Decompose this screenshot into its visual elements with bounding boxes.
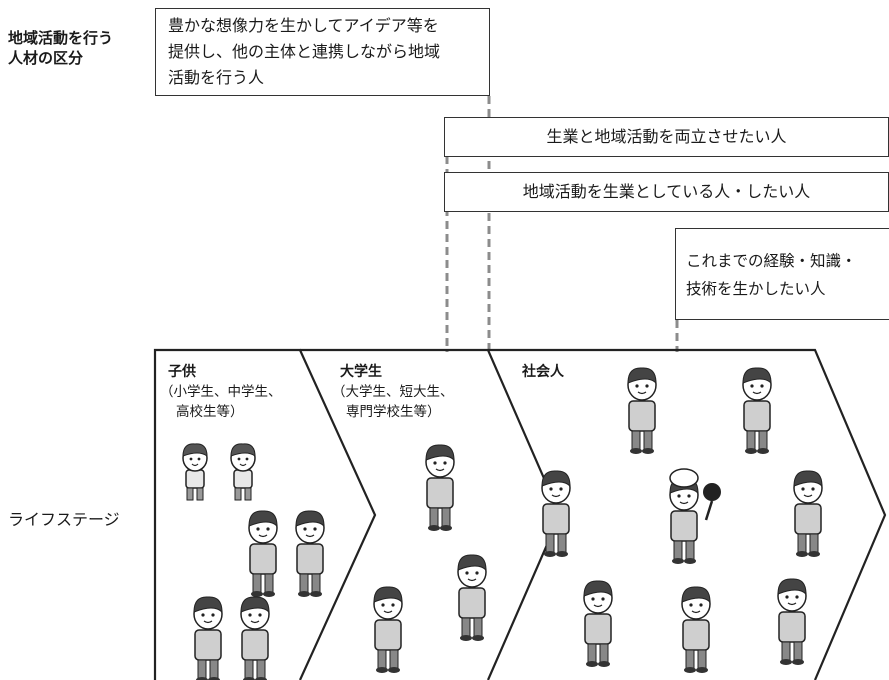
worker-figure-2 xyxy=(742,367,772,455)
student-figure-4 xyxy=(240,596,270,680)
livelihood-talent-box: 地域活動を生業としている人・したい人 xyxy=(444,172,889,212)
stage-arrow-shakaijin xyxy=(488,348,887,680)
experience-line-2: 技術を生かしたい人 xyxy=(686,280,826,298)
stage-arrow-daigakusei xyxy=(300,348,562,680)
worker-figure-3 xyxy=(541,470,571,558)
university-figure-3 xyxy=(373,586,403,674)
frying-pan xyxy=(703,483,721,501)
stage-sub-daigakusei-line-1: （大学生、短大生、 xyxy=(332,384,454,400)
life-stage-label: ライフステージ xyxy=(8,510,120,529)
student-figure-1 xyxy=(248,510,278,598)
balance-text: 生業と地域活動を両立させたい人 xyxy=(546,127,787,146)
stage-sub-kodomo-line-2: 高校生等） xyxy=(176,404,244,420)
student-figure-2 xyxy=(295,510,325,598)
livelihood-text: 地域活動を生業としている人・したい人 xyxy=(522,182,811,201)
worker-figure-6 xyxy=(681,586,711,674)
creative-line-3: 活動を行う人 xyxy=(168,68,265,87)
worker-figure-5 xyxy=(583,580,613,668)
student-figure-3 xyxy=(193,596,223,680)
university-figure-2 xyxy=(457,554,487,642)
stage-sub-kodomo: （小学生、中学生、 高校生等） xyxy=(160,382,282,422)
creative-talent-box: 豊かな想像力を生かしてアイデア等を 提供し、他の主体と連携しながら地域 活動を行… xyxy=(155,8,490,96)
university-figure-1 xyxy=(425,444,455,532)
stage-sub-kodomo-line-1: （小学生、中学生、 xyxy=(160,384,282,400)
child-figure-1 xyxy=(182,443,208,501)
child-figure-2 xyxy=(230,443,256,501)
experience-line-1: これまでの経験・知識・ xyxy=(686,252,857,270)
talent-category-line-2: 人材の区分 xyxy=(8,49,84,67)
talent-category-line-1: 地域活動を行う xyxy=(8,29,114,47)
chef-hat xyxy=(669,468,699,488)
balance-talent-box: 生業と地域活動を両立させたい人 xyxy=(444,117,889,157)
worker-figure-7 xyxy=(777,578,807,666)
stage-sub-daigakusei-line-2: 専門学校生等） xyxy=(346,404,441,420)
creative-line-1: 豊かな想像力を生かしてアイデア等を xyxy=(168,16,439,35)
creative-line-2: 提供し、他の主体と連携しながら地域 xyxy=(168,42,441,61)
worker-figure-4 xyxy=(793,470,823,558)
stage-title-daigakusei: 大学生 xyxy=(340,364,382,380)
talent-category-label: 地域活動を行う 人材の区分 xyxy=(8,28,113,68)
stage-title-shakaijin: 社会人 xyxy=(522,364,564,380)
stage-title-kodomo: 子供 xyxy=(168,364,196,380)
chef-figure xyxy=(669,477,699,565)
stage-sub-daigakusei: （大学生、短大生、 専門学校生等） xyxy=(332,382,454,422)
experience-talent-box: これまでの経験・知識・ 技術を生かしたい人 xyxy=(675,228,889,320)
worker-figure-1 xyxy=(627,367,657,455)
